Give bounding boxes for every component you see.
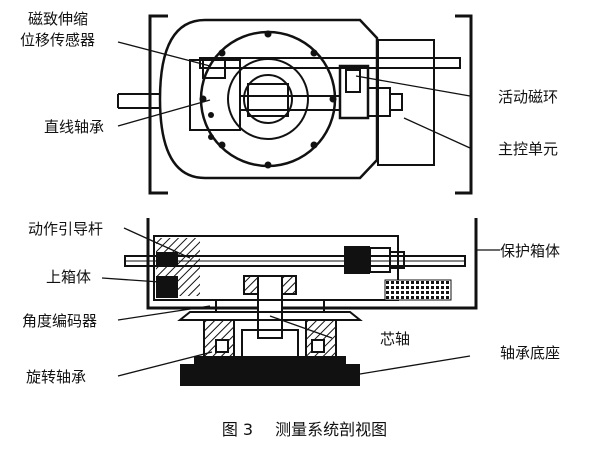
label-rotary-bearing: 旋转轴承 [26, 368, 87, 386]
figure-number: 图 3 [221, 420, 254, 439]
top-view [117, 14, 473, 195]
figure-caption: 图 3 测量系统剖视图 [0, 416, 609, 440]
label-sensor-line1: 磁致伸缩 [28, 10, 89, 28]
magnet-ring [345, 69, 361, 93]
figure-title: 测量系统剖视图 [275, 420, 388, 439]
label-sensor-line2: 位移传感器 [20, 31, 96, 49]
bearing-left-ball [215, 339, 229, 353]
label-linear-bearing: 直线轴承 [44, 118, 105, 136]
rod-magnet [344, 246, 370, 274]
bearing-base [180, 364, 360, 386]
label-main-control: 主控单元 [498, 140, 559, 158]
upper-box-dark-left [156, 276, 178, 298]
disc-hub [247, 83, 289, 117]
bearing-right-ball [311, 339, 325, 353]
bearing-base-top [194, 356, 346, 366]
rod-nut [369, 247, 391, 273]
sensor-head [202, 59, 226, 79]
rod-cap [389, 251, 405, 269]
label-guide-rod: 动作引导杆 [28, 220, 104, 238]
slide-rail [240, 95, 340, 111]
disc-core [243, 74, 293, 124]
label-core-shaft: 芯轴 [380, 330, 411, 348]
top-frame-right-bracket [455, 14, 473, 195]
label-bearing-base: 轴承底座 [500, 344, 561, 362]
label-upper-box: 上箱体 [46, 268, 92, 286]
disc-bolts [199, 30, 337, 169]
leader-lines [101, 41, 500, 377]
top-housing [158, 18, 379, 180]
section-view [124, 218, 478, 386]
label-protect-box: 保护箱体 [500, 242, 561, 260]
dotted-panel [384, 279, 452, 301]
left-shaft [117, 93, 160, 109]
core-shaft [257, 275, 283, 339]
top-frame-left-bracket [148, 14, 168, 195]
label-moving-magnet: 活动磁环 [498, 88, 559, 106]
encoder-body [215, 299, 325, 313]
protect-box-outline [146, 218, 478, 310]
upper-box-dark-left2 [156, 252, 178, 266]
main-control-box [377, 39, 435, 166]
label-angle-encoder: 角度编码器 [22, 312, 98, 330]
carriage-cap [389, 93, 403, 111]
